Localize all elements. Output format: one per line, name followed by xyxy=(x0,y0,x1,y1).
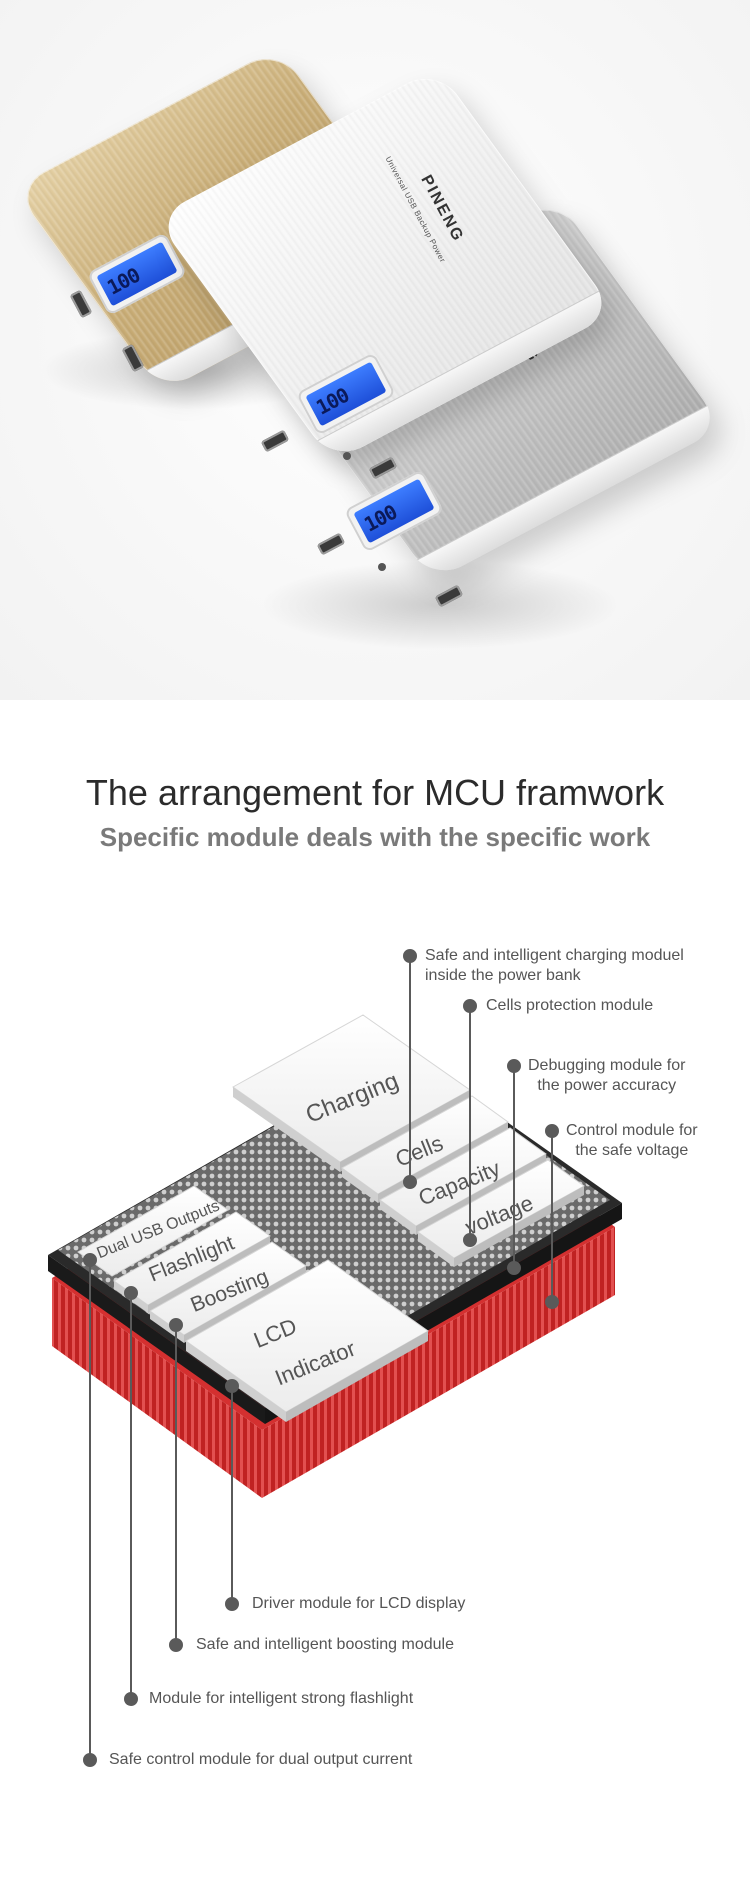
usb-port xyxy=(316,532,346,556)
callout-line: Driver module for LCD display xyxy=(252,1595,466,1612)
callout-dot xyxy=(507,1261,521,1275)
tile-side xyxy=(233,1087,340,1172)
led-indicator xyxy=(378,563,386,571)
tile-side xyxy=(184,1266,306,1343)
callout-dot xyxy=(545,1124,559,1138)
tile-side xyxy=(286,1331,428,1422)
red-board-side-left xyxy=(52,1278,262,1498)
red-board-side-right xyxy=(262,1227,615,1498)
callout-dot xyxy=(83,1253,97,1267)
callout-dot xyxy=(124,1286,138,1300)
callout-dot xyxy=(463,999,477,1013)
callout-dot xyxy=(403,949,417,963)
callout-voltage: Control module for the safe voltage xyxy=(566,1121,698,1161)
pcb-side-left xyxy=(48,1255,265,1424)
callout-cells: Cells protection module xyxy=(486,996,653,1016)
callout-boosting: Safe and intelligent boosting module xyxy=(196,1635,454,1655)
led-indicator xyxy=(343,452,351,460)
callout-line: Safe control module for dual output curr… xyxy=(109,1751,413,1768)
mcu-board-illustration: Charging Cells Capacity voltage Dual USB… xyxy=(48,949,622,1767)
usb-port xyxy=(69,289,93,319)
callout-dot xyxy=(124,1692,138,1706)
callout-dot xyxy=(83,1753,97,1767)
tile-side xyxy=(380,1200,416,1235)
callout-line: the power accuracy xyxy=(537,1077,677,1094)
callout-dot xyxy=(225,1597,239,1611)
product-photo: 100 PINENG 100 PINENG Universal USB Back… xyxy=(0,0,750,700)
callout-dot xyxy=(463,1233,477,1247)
leader-lines xyxy=(83,949,559,1767)
callout-dot xyxy=(169,1318,183,1332)
callout-line: Control module for xyxy=(566,1122,698,1139)
tile-dual-usb xyxy=(77,1185,229,1277)
mcu-diagram: Charging Cells Capacity voltage Dual USB… xyxy=(0,900,750,1881)
tile-side xyxy=(342,1168,378,1203)
callout-capacity: Debugging module for the power accuracy xyxy=(528,1056,685,1096)
callout-dual-usb: Safe control module for dual output curr… xyxy=(109,1750,412,1770)
tile-side xyxy=(418,1232,454,1267)
callout-line: Cells protection module xyxy=(486,997,654,1014)
power-bank-side xyxy=(416,404,724,582)
usb-port xyxy=(260,429,290,453)
callout-line: the safe voltage xyxy=(575,1142,689,1159)
callout-line: Safe and intelligent boosting module xyxy=(196,1636,454,1653)
page-subtitle: Specific module deals with the specific … xyxy=(99,822,651,852)
callout-dot xyxy=(545,1295,559,1309)
callout-line: Module for intelligent strong flashlight xyxy=(149,1690,414,1707)
callout-dot xyxy=(169,1638,183,1652)
callout-dot xyxy=(225,1379,239,1393)
tile-side xyxy=(148,1236,270,1313)
callout-line: inside the power bank xyxy=(425,967,581,984)
callout-line: Debugging module for xyxy=(528,1057,686,1074)
callout-flashlight: Module for intelligent strong flashlight xyxy=(149,1689,413,1709)
callout-line: Safe and intelligent charging moduel xyxy=(425,947,684,964)
callout-charging: Safe and intelligent charging moduel ins… xyxy=(425,946,684,986)
callout-dot xyxy=(403,1175,417,1189)
callout-lcd: Driver module for LCD display xyxy=(252,1594,465,1614)
callout-dot xyxy=(507,1059,521,1073)
page-title: The arrangement for MCU framwork xyxy=(85,772,665,813)
